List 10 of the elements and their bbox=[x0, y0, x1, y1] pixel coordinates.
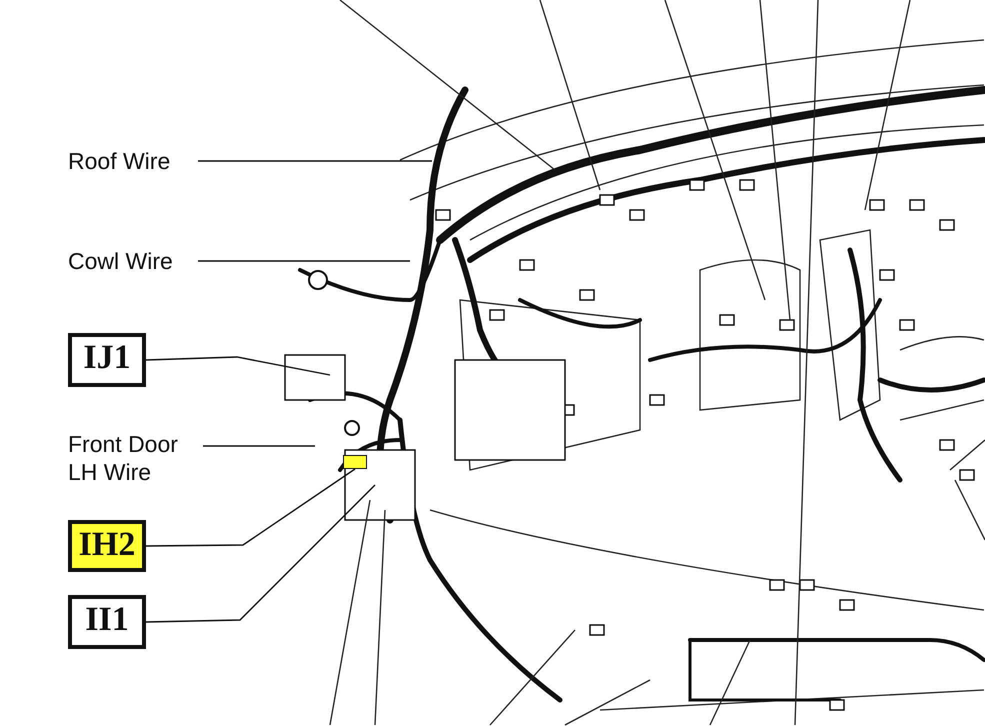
leader-line bbox=[146, 356, 330, 376]
connector-code-label: II1 bbox=[68, 595, 146, 649]
leader-line bbox=[203, 445, 315, 447]
leader-line bbox=[198, 160, 432, 162]
connector-code-label: IH2 bbox=[68, 520, 146, 572]
connector-code-label: IJ1 bbox=[68, 333, 146, 387]
connector-part bbox=[343, 455, 367, 469]
leader-line bbox=[146, 484, 376, 623]
leader-line bbox=[198, 260, 410, 262]
leader-line bbox=[146, 468, 356, 547]
